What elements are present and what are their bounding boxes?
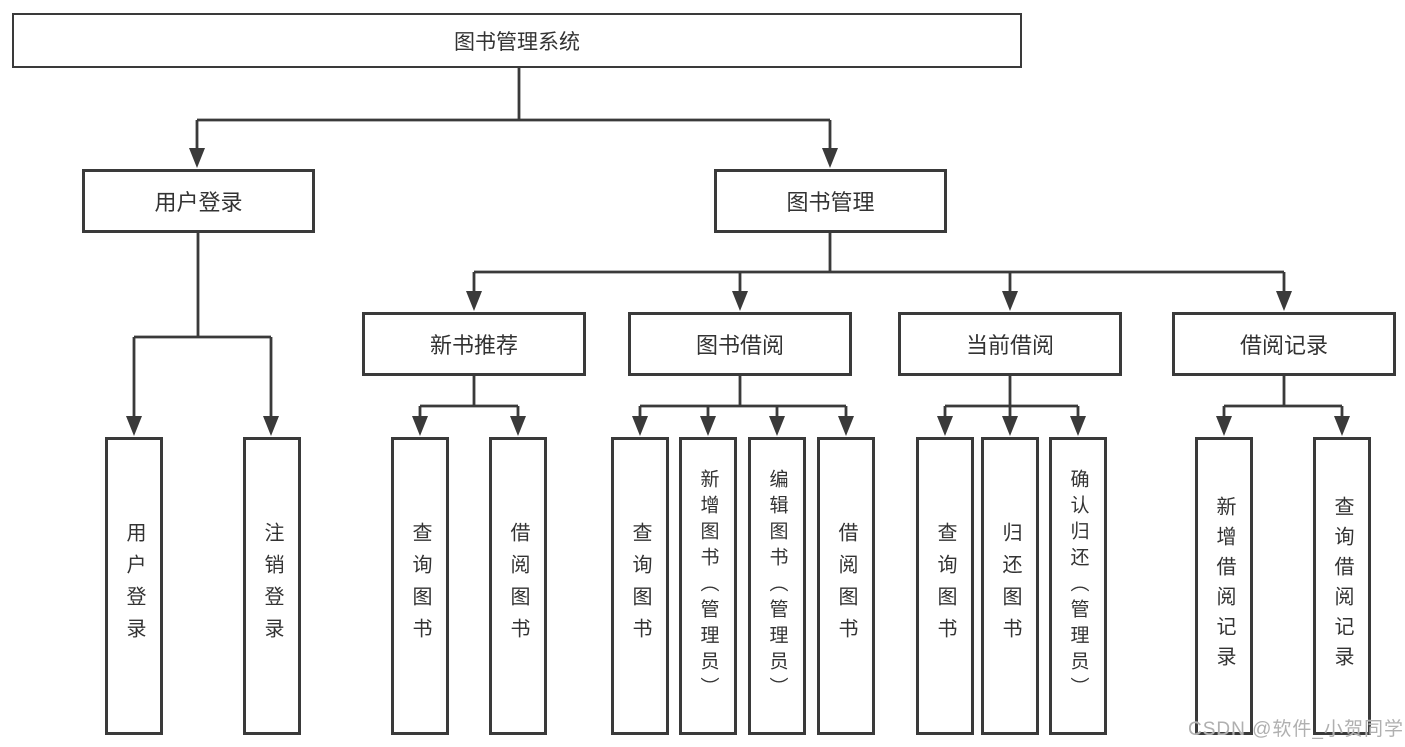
node-library-system: 图书管理系统 — [12, 13, 1022, 68]
leaf-current-confirm-return-admin-label: 确认归还（管理员） — [1067, 469, 1089, 703]
leaf-newbook-query-books-label: 查询图书 — [409, 522, 431, 650]
node-current-borrow: 当前借阅 — [898, 312, 1122, 376]
node-new-book-recommend-label: 新书推荐 — [429, 333, 518, 358]
watermark: CSDN @软件_小贺同学 — [1188, 719, 1404, 740]
leaf-records-add-record-label: 新增借阅记录 — [1213, 496, 1235, 676]
node-user-login-group-label: 用户登录 — [154, 190, 243, 215]
node-book-borrow-label: 图书借阅 — [695, 333, 784, 358]
leaf-borrow-query-books-label: 查询图书 — [629, 522, 651, 650]
leaf-borrow-add-books-admin: 新增图书（管理员） — [679, 437, 737, 735]
leaf-records-query-record: 查询借阅记录 — [1313, 437, 1371, 735]
node-borrow-records: 借阅记录 — [1172, 312, 1396, 376]
leaf-newbook-query-books: 查询图书 — [391, 437, 449, 735]
leaf-borrow-query-books: 查询图书 — [611, 437, 669, 735]
leaf-user-login-label: 用户登录 — [123, 522, 145, 650]
node-book-management-label: 图书管理 — [786, 190, 875, 215]
leaf-user-login: 用户登录 — [105, 437, 163, 735]
leaf-current-query-books: 查询图书 — [916, 437, 974, 735]
leaf-borrow-borrow-books: 借阅图书 — [817, 437, 875, 735]
leaf-logout-label: 注销登录 — [261, 522, 283, 650]
leaf-records-add-record: 新增借阅记录 — [1195, 437, 1253, 735]
leaf-current-confirm-return-admin: 确认归还（管理员） — [1049, 437, 1107, 735]
leaf-logout: 注销登录 — [243, 437, 301, 735]
leaf-newbook-borrow-books: 借阅图书 — [489, 437, 547, 735]
node-book-borrow: 图书借阅 — [628, 312, 852, 376]
node-new-book-recommend: 新书推荐 — [362, 312, 586, 376]
leaf-newbook-borrow-books-label: 借阅图书 — [507, 522, 529, 650]
leaf-borrow-add-books-admin-label: 新增图书（管理员） — [697, 469, 719, 703]
leaf-current-return-books-label: 归还图书 — [999, 522, 1021, 650]
node-library-system-label: 图书管理系统 — [454, 30, 580, 54]
node-current-borrow-label: 当前借阅 — [965, 333, 1054, 358]
node-borrow-records-label: 借阅记录 — [1239, 333, 1328, 358]
leaf-records-query-record-label: 查询借阅记录 — [1331, 496, 1353, 676]
leaf-current-query-books-label: 查询图书 — [934, 522, 956, 650]
node-user-login-group: 用户登录 — [82, 169, 315, 233]
leaf-borrow-edit-books-admin-label: 编辑图书（管理员） — [766, 469, 788, 703]
leaf-current-return-books: 归还图书 — [981, 437, 1039, 735]
leaf-borrow-borrow-books-label: 借阅图书 — [835, 522, 857, 650]
leaf-borrow-edit-books-admin: 编辑图书（管理员） — [748, 437, 806, 735]
node-book-management: 图书管理 — [714, 169, 947, 233]
